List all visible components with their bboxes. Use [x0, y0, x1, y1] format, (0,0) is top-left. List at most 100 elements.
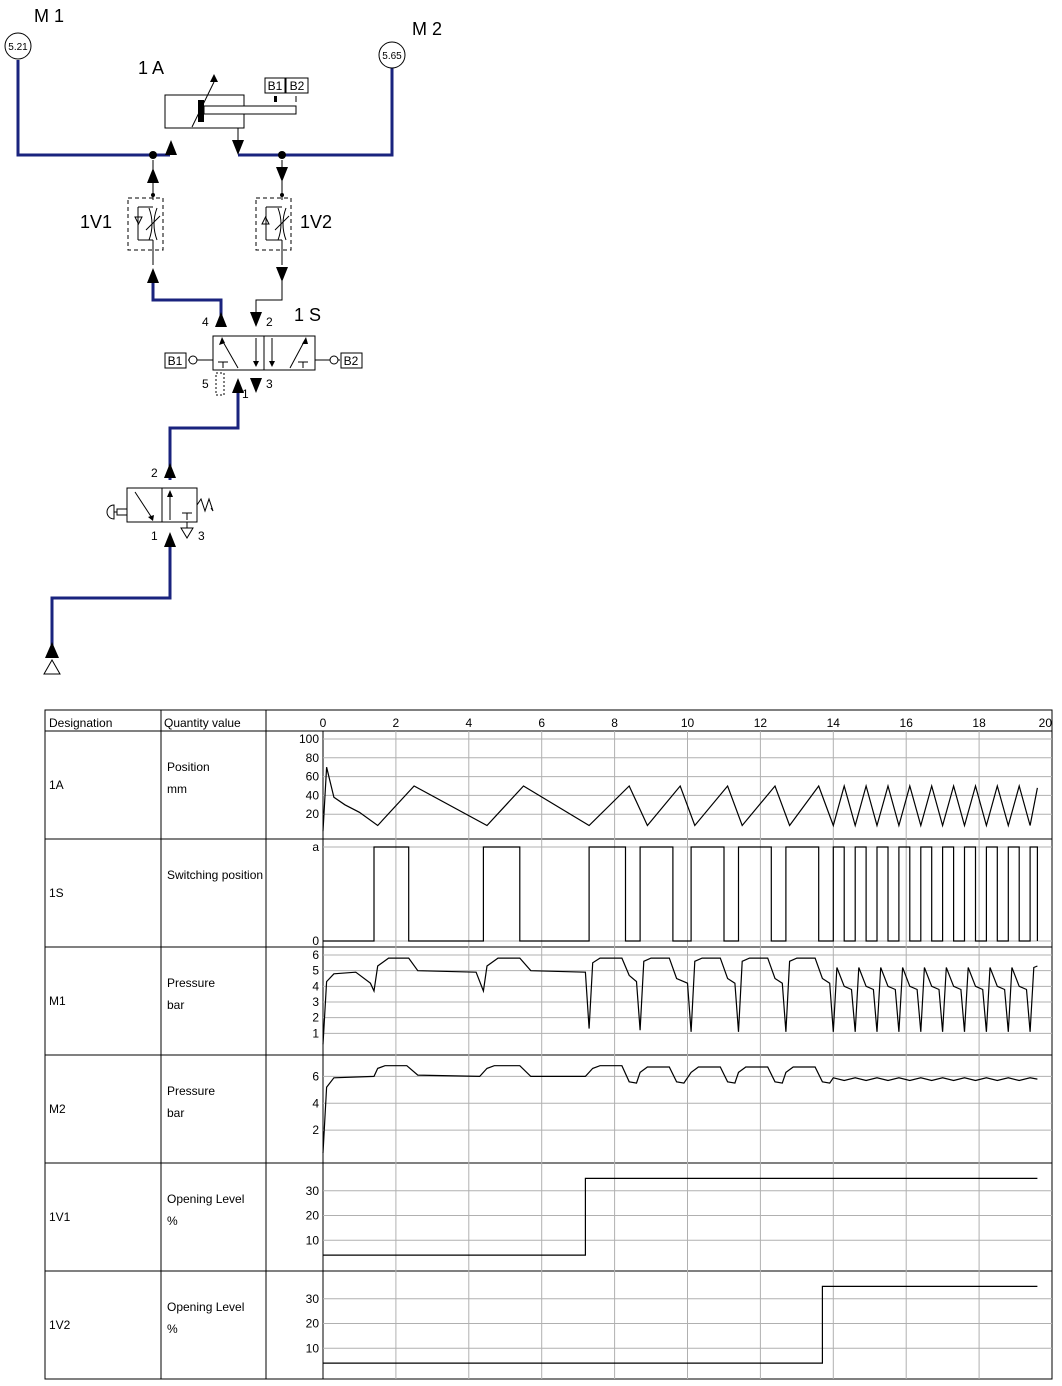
arrow-1v1-top: [147, 168, 159, 183]
arrow-1v2-bottom: [276, 267, 288, 282]
pneumatic-circuit: M 1 5.21 M 2 5.65 1 A B1 B2 1V1: [4, 6, 442, 675]
arrow-source: [45, 642, 59, 658]
gauge-m1-label: M 1: [34, 6, 64, 26]
gauge-m1[interactable]: M 1 5.21: [4, 6, 64, 60]
signal-line-1v2: [323, 1285, 1038, 1364]
y-tick-label: 40: [306, 788, 320, 802]
x-tick-label: 12: [754, 716, 768, 730]
y-tick-label: 4: [312, 979, 319, 993]
start-port-1-label: 1: [151, 529, 158, 543]
port-2-label: 2: [266, 315, 273, 329]
row-unit: %: [167, 1214, 178, 1228]
x-tick-label: 20: [1039, 716, 1053, 730]
start-valve[interactable]: 2 1 3: [106, 466, 214, 543]
arrow-start-port2: [164, 463, 176, 478]
cylinder-1a[interactable]: 1 A B1 B2: [138, 58, 309, 140]
pilot-b2-label: B2: [344, 354, 359, 368]
x-tick-label: 4: [465, 716, 472, 730]
arrow-1v1-bottom: [147, 268, 159, 283]
line-1v2-to-1s: [255, 280, 283, 316]
row-designation: M1: [49, 994, 66, 1008]
header-designation: Designation: [49, 716, 112, 730]
row-unit: bar: [167, 998, 184, 1012]
arrow-1v2-top: [276, 167, 288, 182]
table-border: [44, 709, 1053, 1380]
y-tick-label: 6: [312, 1069, 319, 1083]
y-tick-label: 60: [306, 770, 320, 784]
y-tick-label: 6: [312, 948, 319, 962]
row-quantity: Switching position: [167, 868, 263, 882]
sensor-b1-label: B1: [268, 79, 283, 93]
x-tick-label: 14: [827, 716, 841, 730]
directional-valve-1s[interactable]: 1 S 4 2 5 3 1 B1 B2: [164, 305, 363, 401]
row-unit: mm: [167, 782, 187, 796]
table-frame: [44, 709, 1053, 1380]
y-tick-label: a: [312, 840, 319, 854]
valve-1v2-label: 1V2: [300, 212, 332, 232]
valve-1s-label: 1 S: [294, 305, 321, 325]
signal-line-1v1: [323, 1177, 1038, 1256]
junction-1v1: [151, 193, 155, 197]
flow-valve-1v1[interactable]: 1V1: [80, 197, 164, 251]
gauge-m1-value: 5.21: [8, 42, 28, 53]
row-designation: M2: [49, 1102, 66, 1116]
pipe-m1-to-cylinder: [16, 60, 170, 157]
row-unit: bar: [167, 1106, 184, 1120]
junction-1v2: [280, 193, 284, 197]
start-port-3-label: 3: [198, 529, 205, 543]
y-tick-label: 100: [299, 732, 319, 746]
cylinder-label: 1 A: [138, 58, 164, 78]
arrow-cyl-right: [232, 140, 244, 155]
port-1-label: 1: [242, 387, 249, 401]
pipe-m2-to-cylinder: [238, 68, 394, 157]
y-tick-label: 80: [306, 751, 320, 765]
arrow-start-port1: [164, 532, 176, 547]
y-tick-label: 2: [312, 1123, 319, 1137]
arrow-1s-port1: [232, 378, 244, 393]
y-tick-label: 1: [312, 1026, 319, 1040]
row-designation: 1V2: [49, 1318, 71, 1332]
y-tick-label: 20: [306, 1317, 320, 1331]
y-tick-label: 0: [312, 934, 319, 948]
signal-tracks: [322, 767, 1038, 1364]
row-quantity: Pressure: [167, 1084, 215, 1098]
start-port-2-label: 2: [151, 466, 158, 480]
gauge-m2[interactable]: M 2 5.65: [378, 19, 442, 69]
port-5-label: 5: [202, 377, 209, 391]
row-quantity: Position: [167, 760, 210, 774]
y-tick-label: 5: [312, 964, 319, 978]
flow-arrows: [45, 140, 288, 658]
arrow-cyl-left: [165, 140, 177, 155]
arrow-1s-port4: [215, 312, 227, 327]
x-tick-label: 6: [538, 716, 545, 730]
arrow-1s-port3: [250, 378, 262, 393]
x-tick-label: 0: [320, 716, 327, 730]
x-tick-label: 18: [972, 716, 986, 730]
y-tick-label: 3: [312, 995, 319, 1009]
y-tick-label: 4: [312, 1096, 319, 1110]
y-tick-label: 2: [312, 1011, 319, 1025]
gauge-m2-value: 5.65: [382, 51, 402, 62]
signal-line-1a: [322, 767, 1038, 832]
x-tick-label: 8: [611, 716, 618, 730]
y-tick-label: 10: [306, 1233, 320, 1247]
junction-left: [149, 151, 157, 159]
y-tick-label: 30: [306, 1292, 320, 1306]
arrow-1s-port2: [250, 312, 262, 327]
row-quantity: Opening Level: [167, 1192, 244, 1206]
sensor-b2-label: B2: [290, 79, 305, 93]
port-3-label: 3: [266, 377, 273, 391]
row-designation: 1V1: [49, 1210, 71, 1224]
air-source-icon: [43, 658, 61, 675]
flow-valve-1v2[interactable]: 1V2: [255, 197, 332, 251]
header-quantity: Quantity value: [164, 716, 241, 730]
y-tick-label: 30: [306, 1184, 320, 1198]
pipe-source-to-start: [50, 545, 172, 650]
signal-line-m1: [322, 957, 1038, 1045]
pilot-b1-label: B1: [168, 354, 183, 368]
pipe-supply-to-1s: [168, 385, 240, 480]
exhaust-lines: [152, 160, 283, 316]
pipe-1v1-to-1s: [151, 280, 223, 320]
